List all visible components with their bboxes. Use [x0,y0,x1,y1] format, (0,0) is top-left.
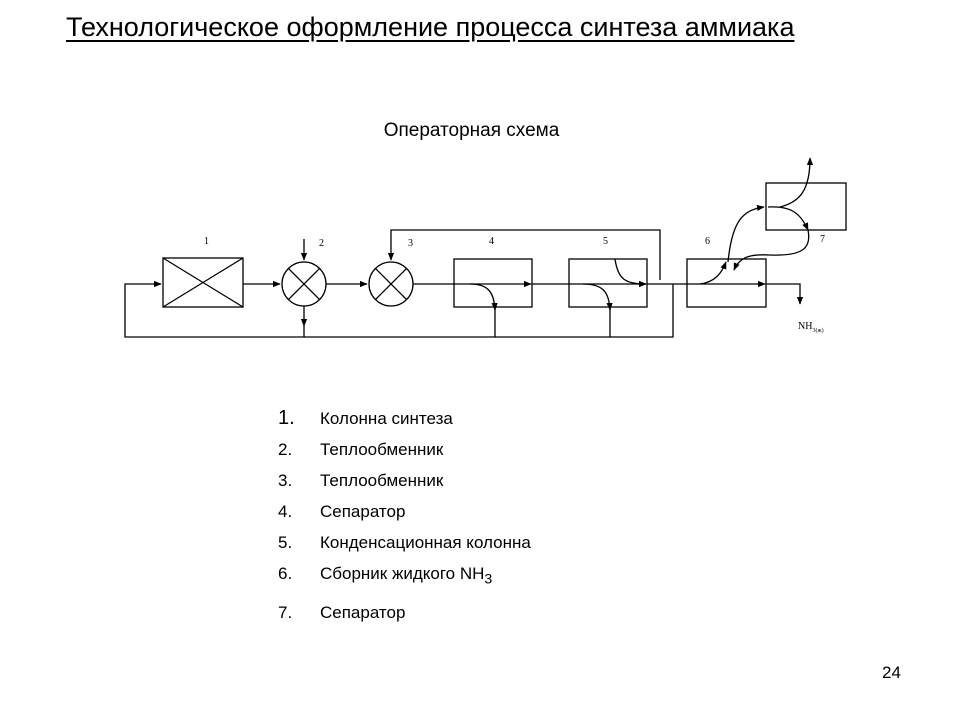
slide-title: Технологическое оформление процесса синт… [66,12,795,42]
block-label-6: 6 [705,236,710,247]
legend-item: 1. Колонна синтеза [278,403,531,434]
block-label-4: 4 [489,236,494,247]
legend-text: Теплообменник [320,471,444,490]
legend-number: 6. [278,564,293,583]
block-label-7: 7 [820,234,825,245]
legend-text: Сепаратор [320,603,406,622]
block-1-synthesis-column [162,257,244,308]
legend-item: 7. Сепаратор [278,597,531,628]
legend-number: 4. [278,502,293,521]
block-label-3: 3 [408,238,413,249]
legend-item: 2. Теплообменник [278,434,531,465]
legend-item: 4. Сепаратор [278,496,531,527]
legend-item: 3. Теплообменник [278,465,531,496]
legend-text: Колонна синтеза [320,409,453,428]
legend-item: 5. Конденсационная колонна [278,527,531,558]
block-label-2: 2 [319,238,324,249]
legend-text: Теплообменник [320,440,444,459]
block-3-heat-exchanger [368,261,414,307]
product-label: NH3(ж) [798,321,824,334]
legend-number: 3. [278,471,293,490]
legend-text: Сборник жидкого NH [320,564,485,583]
block-6-nh3-collector [686,258,767,308]
diagram-subtitle: Операторная схема [383,120,560,141]
legend-item: 6. Сборник жидкого NH3 [278,558,531,589]
legend-text: Конденсационная колонна [320,533,531,552]
legend-number: 1. [278,407,295,429]
page-number: 24 [882,663,901,682]
legend-text: Сепаратор [320,502,406,521]
block-2-heat-exchanger [281,261,327,307]
legend-number: 5. [278,533,293,552]
legend-number: 7. [278,603,293,622]
block-label-1: 1 [204,236,209,247]
legend-list: 1. Колонна синтеза 2. Теплообменник 3. Тепл… [278,403,531,628]
block-label-5: 5 [603,236,608,247]
legend-subscript: 3 [484,571,493,588]
legend-number: 2. [278,440,293,459]
